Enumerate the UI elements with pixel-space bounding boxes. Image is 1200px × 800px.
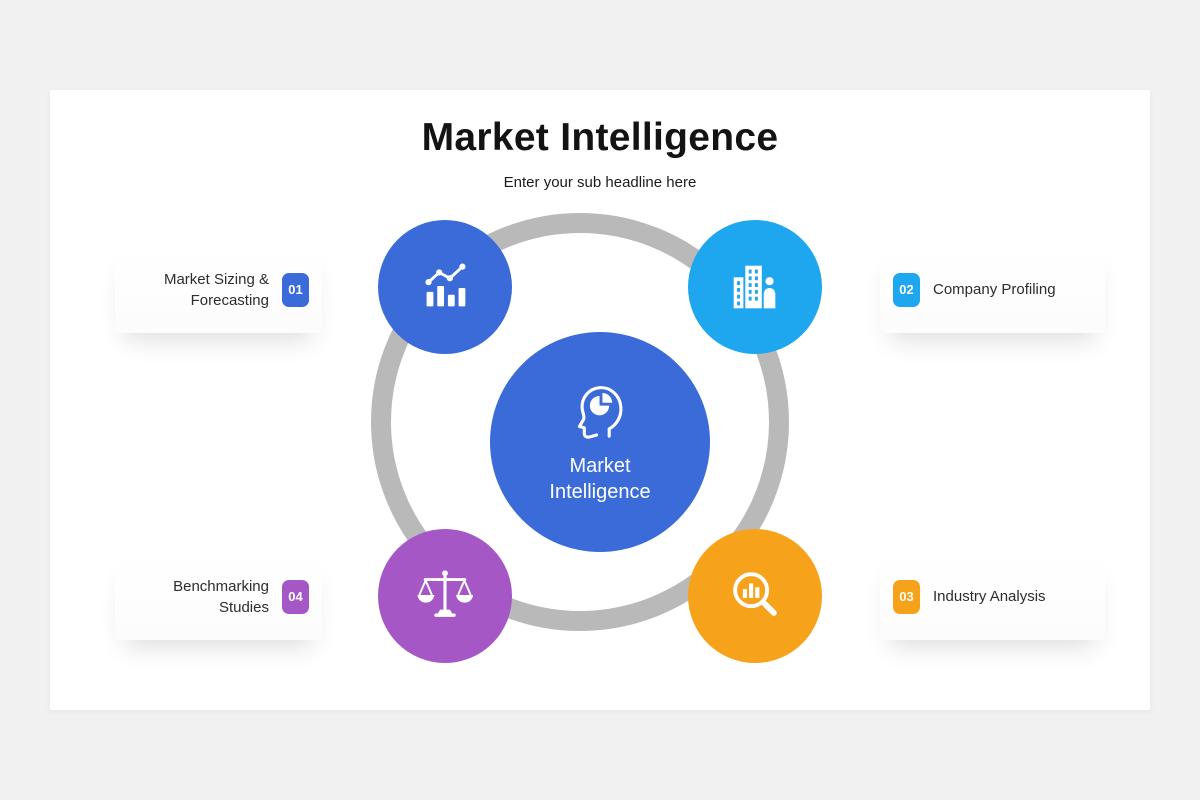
badge-04: 04 [282, 579, 309, 614]
center-label: Market Intelligence [549, 453, 650, 505]
page-title: Market Intelligence [421, 116, 779, 159]
subtitle: Enter your sub headline here [503, 174, 697, 191]
label-line: Forecasting [190, 291, 269, 309]
badge-03: 03 [893, 579, 920, 614]
node-circle-market-sizing [378, 220, 512, 354]
center-label-line2: Intelligence [549, 481, 651, 503]
slide: Market Intelligence Enter your sub headl… [50, 90, 1150, 710]
node-circle-industry-analysis [688, 529, 822, 663]
label-card-industry-analysis: 03 Industry Analysis [880, 553, 1105, 640]
label-card-company-profiling: 02 Company Profiling [880, 246, 1105, 333]
label-company-profiling: Company Profiling [933, 281, 1056, 298]
badge-01: 01 [282, 272, 309, 307]
label-line: Studies [218, 598, 269, 616]
label-industry-analysis: Industry Analysis [933, 588, 1046, 605]
label-benchmarking: Benchmarking Studies [173, 576, 269, 618]
buildings-person-icon [733, 265, 776, 309]
node-circle-benchmarking [378, 529, 512, 663]
label-market-sizing: Market Sizing & Forecasting [164, 269, 269, 311]
label-card-benchmarking: Benchmarking Studies 04 [115, 553, 322, 640]
label-line: Benchmarking [173, 577, 269, 595]
center-node-market-intelligence: Market Intelligence [490, 332, 710, 552]
balance-scale-icon [417, 570, 474, 617]
label-card-market-sizing: Market Sizing & Forecasting 01 [115, 246, 322, 333]
center-label-line1: Market [569, 455, 631, 477]
head-pie-icon [577, 386, 623, 439]
label-line: Market Sizing & [163, 270, 269, 288]
line-bar-chart-icon [425, 263, 466, 307]
badge-02: 02 [893, 272, 920, 307]
magnifier-bar-chart-icon [733, 572, 777, 616]
node-circle-company-profiling [688, 220, 822, 354]
